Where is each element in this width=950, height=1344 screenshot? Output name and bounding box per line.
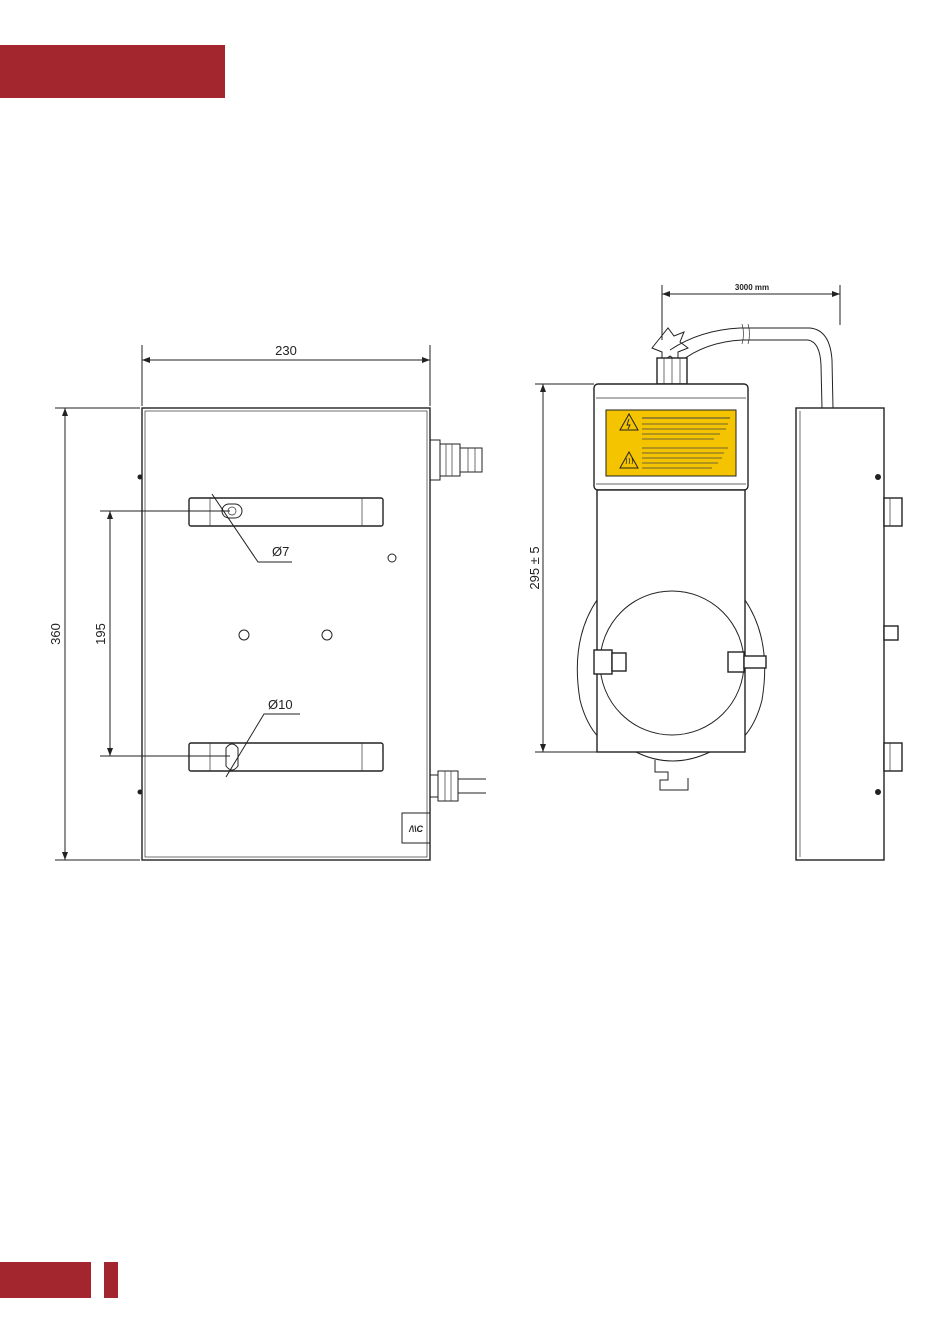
clamp-right [728, 652, 766, 672]
cable-gland-top [430, 440, 482, 480]
housing-screw [875, 789, 881, 795]
driver-box-bracket [884, 498, 902, 771]
housing-screw [138, 790, 143, 795]
front-housing [142, 408, 430, 860]
clamp-left [594, 650, 626, 674]
dim-label-width: 230 [275, 343, 297, 358]
dim-label-cable-length: 3000 mm [735, 283, 769, 292]
bottom-hook [636, 752, 710, 790]
dim-label-upper-hole: Ø7 [272, 544, 289, 559]
side-view [577, 324, 902, 860]
driver-box [796, 408, 884, 860]
housing-screw [138, 475, 143, 480]
cable-gland-bottom [430, 771, 486, 801]
dimension-cable-length [662, 285, 840, 340]
dim-label-height: 360 [48, 623, 63, 645]
housing-screw [875, 474, 881, 480]
dim-label-lower-hole: Ø10 [268, 697, 293, 712]
dimension-side-height [535, 384, 597, 752]
svg-text:/\\C: /\\C [408, 824, 424, 834]
lower-mounting-bar [189, 743, 383, 771]
warning-label [606, 410, 736, 476]
dim-label-slot-spacing: 195 [93, 623, 108, 645]
lamp-column [597, 490, 745, 752]
dim-label-side-height: 295 ± 5 [527, 546, 542, 589]
front-view: /\\C [138, 408, 487, 860]
